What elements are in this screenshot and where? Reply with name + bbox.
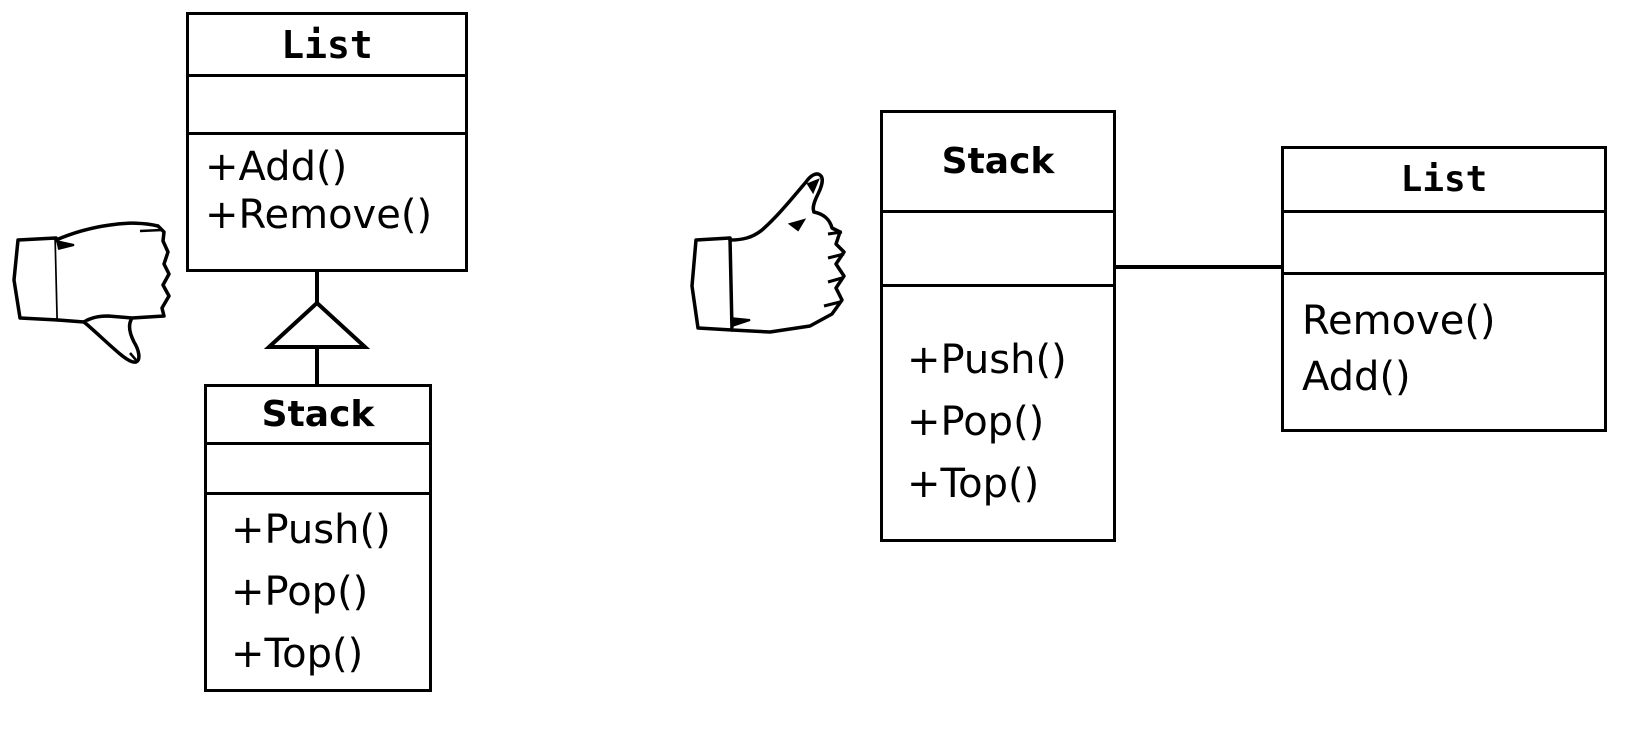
thumbs-up-icon (690, 168, 855, 343)
class-operations-list-left: +Add() +Remove() (189, 135, 465, 269)
class-attributes-list-left (189, 77, 465, 135)
operation-item: +Remove() (205, 192, 433, 238)
thumbs-down-icon (12, 208, 182, 373)
class-name-list-left: List (189, 15, 465, 77)
class-attributes-stack-right (883, 213, 1113, 287)
class-operations-stack-right: +Push() +Pop() +Top() (883, 287, 1113, 539)
operation-item: +Push() (907, 337, 1067, 383)
class-box-list-right[interactable]: List Remove() Add() (1281, 146, 1607, 432)
class-box-stack-right[interactable]: Stack +Push() +Pop() +Top() (880, 110, 1116, 542)
class-name-list-right: List (1284, 149, 1604, 213)
class-attributes-list-right (1284, 213, 1604, 275)
operation-item: Remove() (1302, 298, 1496, 344)
hollow-triangle-icon (263, 300, 371, 349)
operation-item: +Add() (205, 144, 348, 190)
class-name-stack-right: Stack (883, 113, 1113, 213)
class-operations-list-right: Remove() Add() (1284, 275, 1604, 429)
class-box-list-left[interactable]: List +Add() +Remove() (186, 12, 468, 272)
operation-item: +Pop() (907, 399, 1045, 445)
generalization-connector-left (263, 272, 371, 386)
class-name-stack-left: Stack (207, 387, 429, 445)
operation-item: +Push() (231, 507, 391, 553)
class-attributes-stack-left (207, 445, 429, 495)
operation-item: +Top() (231, 631, 364, 677)
class-box-stack-left[interactable]: Stack +Push() +Pop() +Top() (204, 384, 432, 692)
operation-item: +Top() (907, 461, 1040, 507)
class-operations-stack-left: +Push() +Pop() +Top() (207, 495, 429, 689)
operation-item: +Pop() (231, 569, 369, 615)
operation-item: Add() (1302, 354, 1411, 400)
